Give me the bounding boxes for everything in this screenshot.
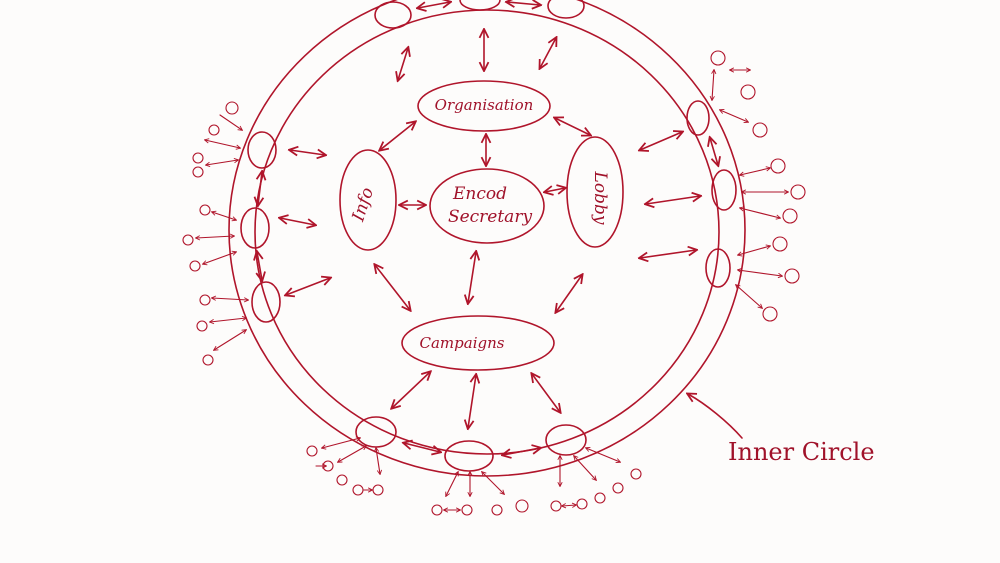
left-satellites — [182, 101, 248, 366]
node-organisation-label: Organisation — [435, 96, 534, 114]
inner-circle-annotation: Inner Circle — [688, 394, 875, 466]
node-lobby: Lobby — [566, 136, 624, 248]
outer-ring — [228, 0, 746, 477]
node-info: Info — [339, 149, 397, 251]
right-satellites — [711, 50, 806, 322]
node-organisation: Organisation — [417, 80, 551, 132]
node-info-label: Info — [348, 185, 378, 225]
node-campaigns-label: Campaigns — [420, 334, 505, 352]
node-encod-secretary: Encod Secretary — [429, 168, 545, 244]
inner-ring — [254, 9, 720, 455]
node-center-line1: Encod — [452, 184, 507, 204]
bottom-satellites — [306, 438, 642, 516]
node-campaigns: Campaigns — [401, 315, 555, 371]
node-lobby-label: Lobby — [590, 171, 610, 225]
inner-arrows — [280, 30, 700, 428]
node-center-line2: Secretary — [448, 207, 533, 227]
inner-circle-caption: Inner Circle — [728, 438, 875, 466]
ring-members — [240, 0, 737, 472]
